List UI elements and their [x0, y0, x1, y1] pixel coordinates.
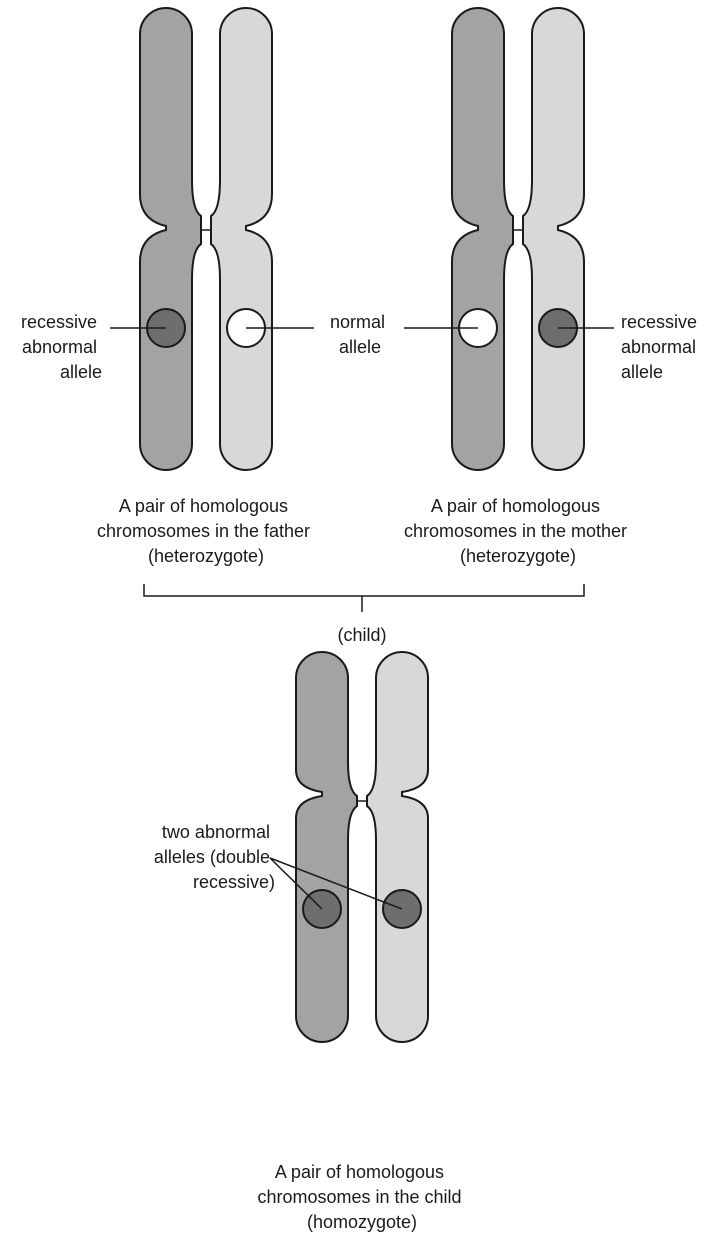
father-right-chromatid — [211, 8, 272, 470]
child-chromosome-pair — [270, 652, 428, 1042]
child-left-chromatid — [296, 652, 357, 1042]
parent-bracket — [144, 584, 584, 612]
mother-right-chromatid — [523, 8, 584, 470]
father-left-chromatid — [140, 8, 201, 470]
mother-left-chromatid — [452, 8, 513, 470]
child-bracket-label: (child) — [337, 625, 386, 645]
mother-abnormal-label: recessive abnormal allele — [621, 312, 702, 382]
normal-allele-label: normal allele — [330, 312, 390, 357]
father-caption: A pair of homologous chromosomes in the … — [97, 496, 315, 566]
mother-caption: A pair of homologous chromosomes in the … — [404, 496, 632, 566]
child-abnormal-label: two abnormal alleles (double recessive) — [154, 822, 275, 892]
child-right-chromatid — [367, 652, 428, 1042]
father-abnormal-label: recessive abnormal allele — [21, 312, 102, 382]
mother-chromosome-pair — [404, 8, 614, 470]
child-caption: A pair of homologous chromosomes in the … — [257, 1162, 466, 1232]
father-chromosome-pair — [110, 8, 314, 470]
